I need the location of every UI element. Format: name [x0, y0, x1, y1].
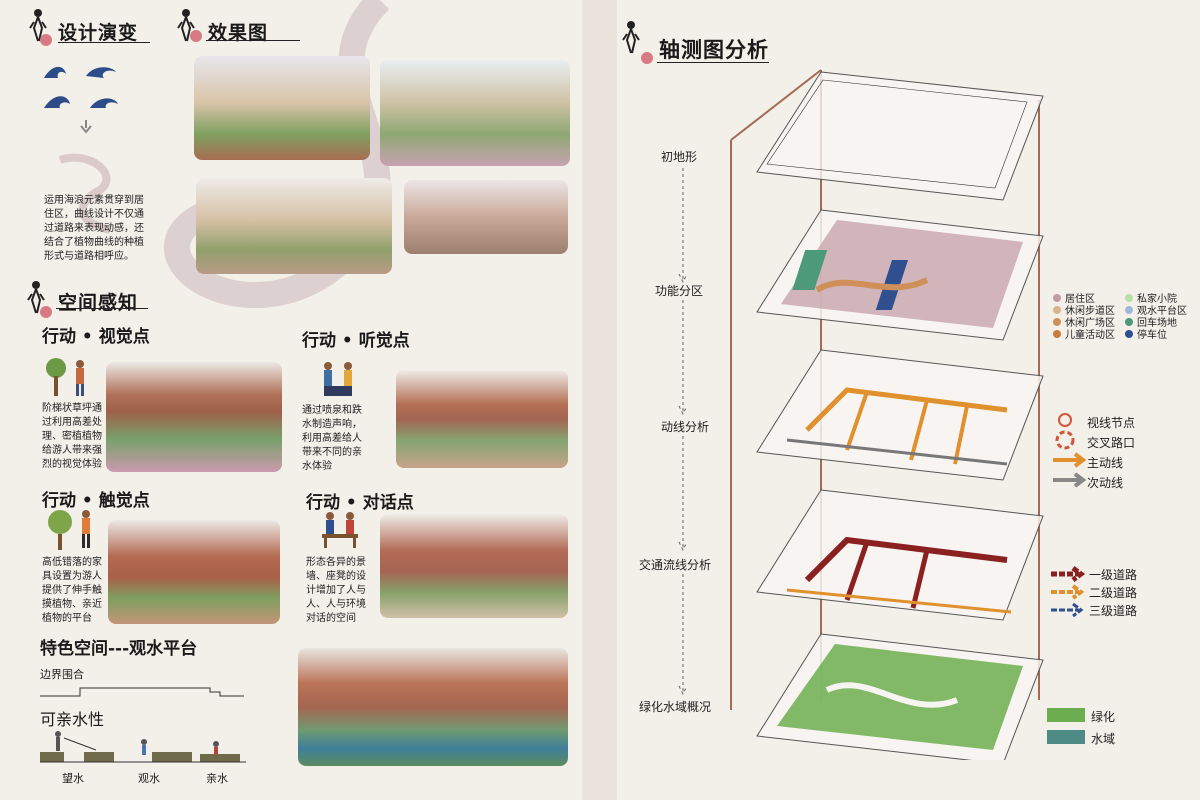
rendering-photo-2 — [380, 60, 570, 166]
pink-dot — [40, 34, 52, 46]
title-underline — [206, 40, 300, 41]
tactile-point-title: 行动 • 触觉点 — [42, 491, 150, 511]
people-icon — [322, 512, 358, 548]
legend-label: 儿童活动区 — [1065, 330, 1115, 341]
rendering-photo-1 — [194, 56, 370, 160]
layer-label-function: 功能分区 — [655, 284, 704, 298]
tactile-point-text: 高低错落的家具设置为游人提供了伸手触摸植物、亲近植物的平台 — [42, 557, 102, 624]
legend-dot — [1053, 305, 1061, 314]
stage-touch: 亲水 — [206, 772, 228, 785]
visual-point-photo — [106, 362, 282, 472]
axonometric-title: 轴测图分析 — [659, 38, 769, 62]
viewing-platform-photo — [298, 648, 568, 766]
renderings-title: 效果图 — [208, 22, 269, 44]
legend-green: 绿化 — [1091, 710, 1116, 724]
auditory-point-text: 通过喷泉和跌水制造声响，利用高差给人带来不同的亲水体验 — [302, 405, 362, 472]
legend-label: 私家小院 — [1137, 294, 1177, 305]
auditory-point-title: 行动 • 听觉点 — [302, 331, 410, 351]
legend-label: 停车位 — [1137, 330, 1167, 341]
figure-icon — [27, 281, 45, 314]
auditory-point-photo — [396, 370, 568, 468]
legend-dot — [1053, 293, 1061, 302]
legend-turnaround: 回车场地 — [1125, 314, 1177, 329]
layer-label-traffic: 交通流线分析 — [639, 558, 712, 572]
legend-swatch-water — [1047, 730, 1085, 744]
dialogue-point-title: 行动 • 对话点 — [306, 493, 414, 513]
legend-label: 观水平台区 — [1137, 306, 1187, 317]
legend-secondary-line: 次动线 — [1087, 476, 1124, 490]
arrow-down-icon — [80, 120, 92, 134]
legend-swatch-green — [1047, 708, 1085, 722]
legend-dot — [1053, 317, 1061, 326]
movement-layer — [756, 349, 1044, 481]
legend-label: 休闲广场区 — [1065, 318, 1115, 329]
legend-road-1: 一级道路 — [1089, 568, 1138, 582]
pink-dot — [641, 52, 653, 64]
title-underline — [657, 62, 769, 63]
people-icon — [324, 362, 352, 396]
legend-parking: 停车位 — [1125, 326, 1167, 341]
boundary-label: 边界围合 — [40, 668, 84, 681]
legend-sight-node: 视线节点 — [1087, 416, 1136, 430]
legend-dot — [1125, 329, 1133, 338]
flow-legend-symbols — [1053, 413, 1087, 488]
traffic-layer — [756, 489, 1044, 621]
layer-label-movement: 动线分析 — [661, 420, 710, 434]
stage-view: 观水 — [138, 772, 160, 785]
right-board: 轴测图分析 初地形 功能分区 动线分析 交通流线分析 绿化水域概况 — [617, 0, 1200, 800]
pink-dot — [190, 30, 202, 42]
legend-dot — [1053, 329, 1061, 338]
dialogue-point-photo — [380, 514, 568, 618]
function-layer — [756, 209, 1044, 341]
legend-water-platform: 观水平台区 — [1125, 302, 1187, 317]
legend-water: 水域 — [1091, 732, 1116, 746]
figure-icon — [177, 9, 195, 42]
wave-icon — [44, 66, 118, 108]
legend-intersection: 交叉路口 — [1087, 436, 1136, 450]
road-legend-symbols — [1051, 566, 1085, 618]
water-affinity-diagram — [40, 731, 246, 763]
dialogue-point-text: 形态各异的景墙、座凳的设计增加了人与人、人与环境对话的空间 — [306, 557, 366, 624]
stage-look: 望水 — [62, 772, 84, 785]
visual-point-text: 阶梯状草坪通过利用高差处理、密植植物给游人带来强烈的视觉体验 — [42, 403, 102, 470]
legend-plaza: 休闲广场区 — [1053, 314, 1115, 329]
figure-icon — [622, 21, 640, 54]
legend-children: 儿童活动区 — [1053, 326, 1115, 341]
visual-point-title: 行动 • 视觉点 — [42, 327, 150, 347]
layer-arrows — [678, 168, 688, 696]
pink-dot — [40, 306, 52, 318]
legend-main-line: 主动线 — [1087, 456, 1124, 470]
legend-road-2: 二级道路 — [1089, 586, 1138, 600]
layer-label-green: 绿化水域概况 — [639, 700, 712, 714]
people-icon — [46, 358, 84, 396]
legend-road-3: 三级道路 — [1089, 604, 1138, 618]
boundary-diagram — [40, 687, 244, 697]
tactile-point-photo — [108, 520, 280, 624]
title-underline — [56, 308, 148, 309]
legend-label: 回车场地 — [1137, 318, 1177, 329]
legend-private-yard: 私家小院 — [1125, 290, 1177, 305]
left-board: 设计演变 运用海浪元素贯穿到居住区，曲线设计不仅通过道路来表现动感，还结合了植物… — [0, 0, 582, 800]
rendering-photo-4 — [404, 180, 568, 254]
space-perception-title: 空间感知 — [58, 292, 139, 314]
design-evolution-text: 运用海浪元素贯穿到居住区，曲线设计不仅通过道路来表现动感，还结合了植物曲线的种植… — [44, 195, 144, 262]
legend-dot — [1125, 293, 1133, 302]
people-icon — [48, 510, 90, 550]
green-layer — [756, 633, 1044, 760]
title-underline — [58, 42, 150, 43]
legend-walkway: 休闲步道区 — [1053, 302, 1115, 317]
rendering-photo-3 — [196, 178, 392, 274]
legend-residential: 居住区 — [1053, 290, 1095, 305]
legend-dot — [1125, 317, 1133, 326]
terrain-layer — [756, 71, 1044, 201]
axonometric-diagram — [730, 69, 1044, 760]
design-evolution-title: 设计演变 — [58, 22, 139, 44]
layer-label-terrain: 初地形 — [661, 150, 698, 164]
feature-space-title: 特色空间---观水平台 — [40, 639, 198, 659]
figure-icon — [29, 9, 47, 42]
affinity-label: 可亲水性 — [40, 710, 105, 729]
legend-label: 居住区 — [1065, 294, 1095, 305]
legend-label: 休闲步道区 — [1065, 306, 1115, 317]
legend-dot — [1125, 305, 1133, 314]
